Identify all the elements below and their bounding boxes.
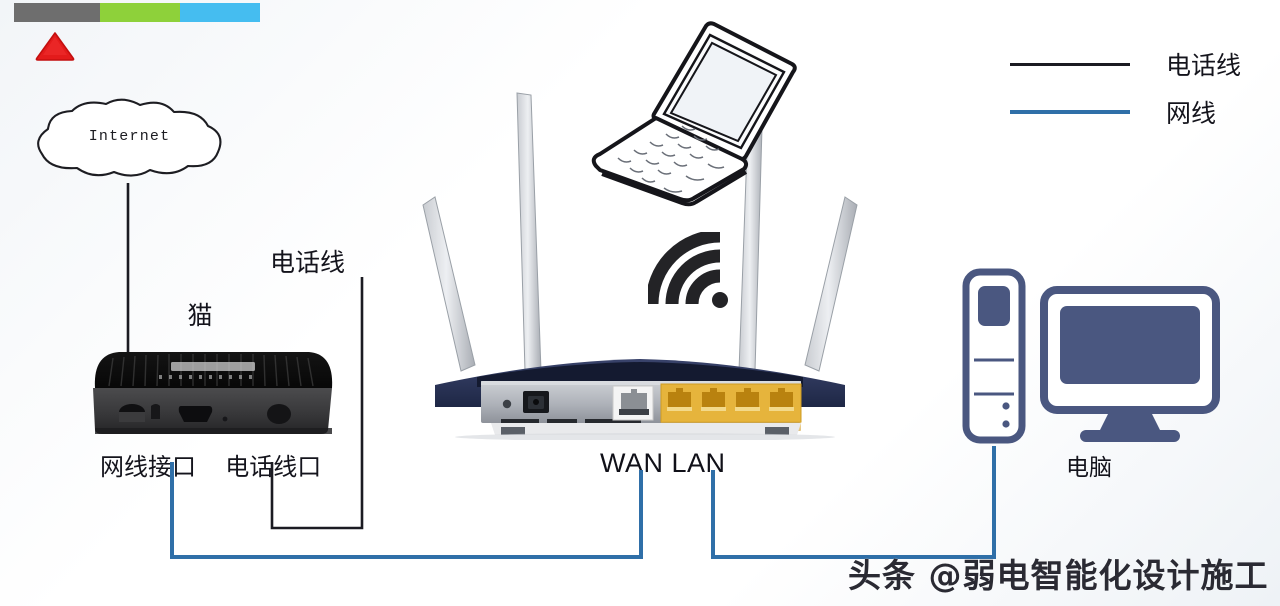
legend: 电话线 网线 xyxy=(1010,40,1265,136)
modem-port-labels: 网线接口 电话线口 xyxy=(100,447,321,482)
legend-item-phone-line: 电话线 xyxy=(1010,40,1265,88)
modem-phone-port-label: 电话线口 xyxy=(225,453,322,481)
legend-line-phone xyxy=(1010,62,1130,66)
watermark: 头条 @弱电智能化设计施工 xyxy=(848,556,1269,595)
router-port-labels: WAN LAN xyxy=(600,448,726,478)
modem-lan-port-label: 网线接口 xyxy=(100,453,196,481)
laptop-illustration xyxy=(578,18,808,208)
gray-segment xyxy=(14,3,100,22)
internet-label: Internet xyxy=(88,128,171,145)
computer-label: 电脑 xyxy=(1066,455,1112,481)
computer-illustration xyxy=(962,268,1220,448)
router-device xyxy=(405,55,875,441)
legend-item-network-cable: 网线 xyxy=(1010,88,1265,136)
legend-label-network: 网线 xyxy=(1166,99,1217,128)
red-triangle-marker xyxy=(34,31,76,61)
modem-device xyxy=(85,342,340,437)
wifi-signal-icon xyxy=(645,229,734,312)
cable-lan-to-computer xyxy=(711,446,996,559)
router-wan-port xyxy=(612,385,654,421)
legend-line-network xyxy=(1010,110,1130,114)
blue-segment xyxy=(180,3,260,22)
top-color-bar xyxy=(14,3,260,22)
pc-tower xyxy=(962,268,1026,444)
legend-label-phone: 电话线 xyxy=(1166,51,1242,80)
green-segment xyxy=(100,3,180,22)
internet-cloud: Internet xyxy=(22,98,237,183)
modem-label: 猫 xyxy=(187,301,213,330)
phone-line-label: 电话线 xyxy=(270,248,346,277)
pc-monitor xyxy=(1040,286,1220,442)
